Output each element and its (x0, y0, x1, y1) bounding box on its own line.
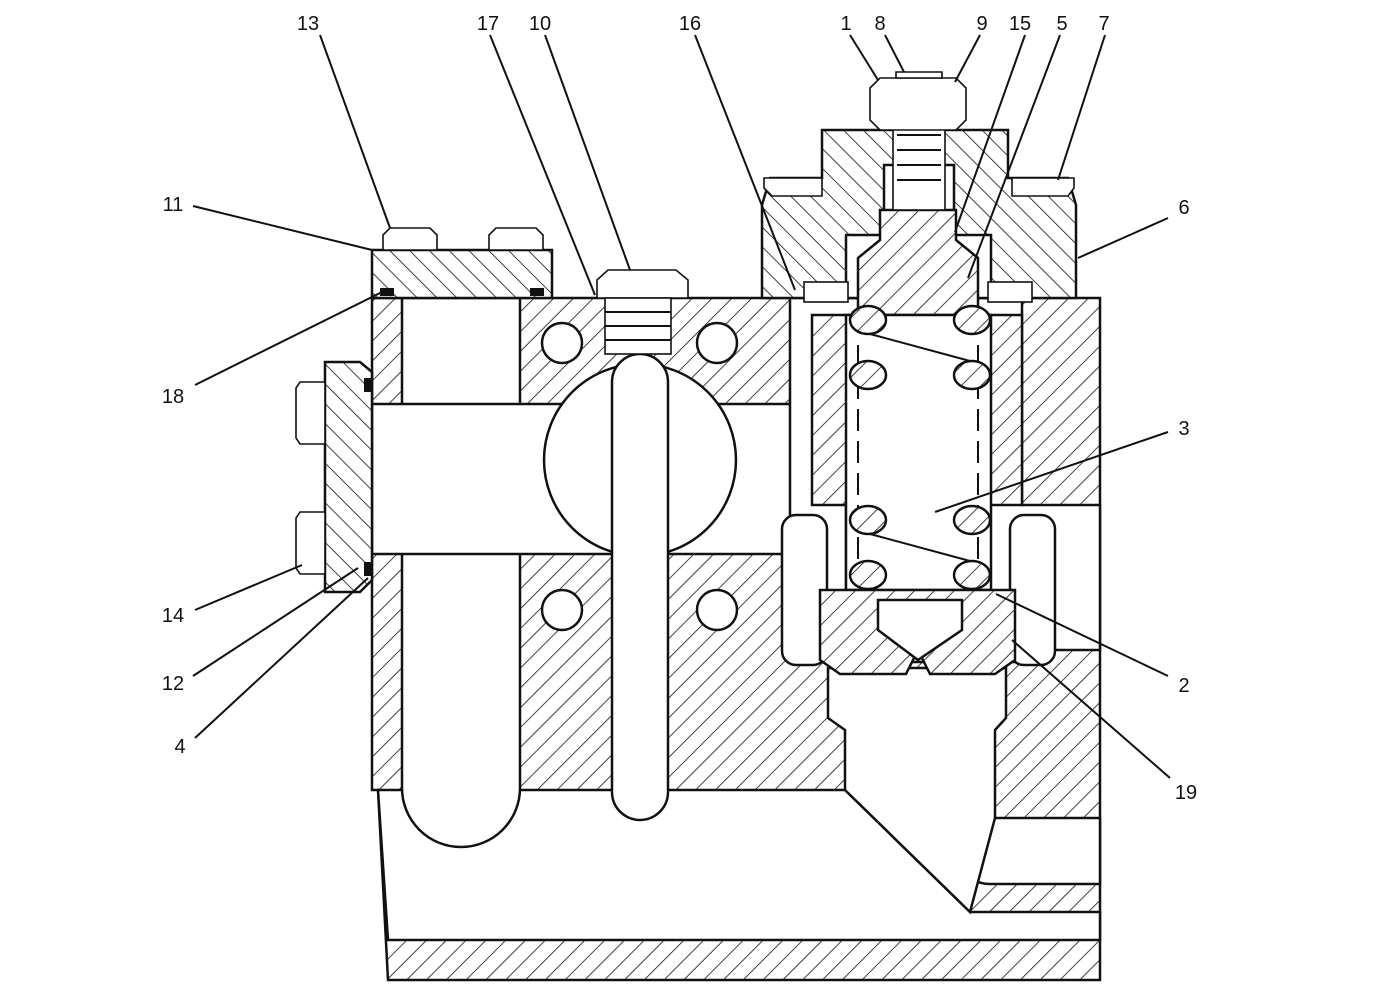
callout-2: 2 (1178, 675, 1189, 697)
callout-14: 14 (162, 605, 184, 627)
callout-15: 15 (1009, 13, 1031, 35)
callout-17: 17 (477, 13, 499, 35)
callout-3: 3 (1178, 418, 1189, 440)
upper-housing (760, 128, 1078, 336)
callout-11: 11 (163, 194, 184, 216)
plug (596, 269, 689, 355)
callout-1: 1 (840, 13, 851, 35)
callout-10: 10 (529, 13, 551, 35)
callout-7: 7 (1098, 13, 1109, 35)
adjusting-screw-assembly (869, 71, 967, 211)
top-cover-plate (370, 227, 554, 300)
callout-19: 19 (1175, 782, 1197, 804)
callout-6: 6 (1178, 197, 1189, 219)
leader-lines (192, 34, 1171, 779)
callout-5: 5 (1056, 13, 1067, 35)
callout-18: 18 (162, 386, 184, 408)
callout-16: 16 (679, 13, 701, 35)
callout-labels: 13 17 10 16 1 8 9 15 5 7 11 6 18 3 14 12… (162, 13, 1197, 804)
callout-13: 13 (297, 13, 319, 35)
spring-cartridge (803, 281, 1033, 676)
left-cover-plate (295, 360, 374, 594)
callout-8: 8 (874, 13, 885, 35)
callout-4: 4 (174, 736, 185, 758)
callout-9: 9 (976, 13, 987, 35)
callout-12: 12 (162, 673, 184, 695)
